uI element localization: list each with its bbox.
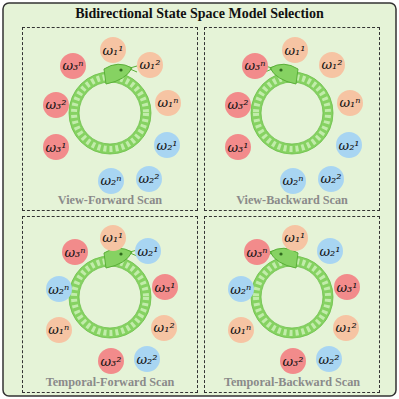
token-label: ω₂ⁿ [282, 173, 303, 188]
token-circle: ω₁ⁿ [46, 317, 72, 343]
token-circle: ω₁² [319, 52, 345, 78]
token-label: ω₂¹ [339, 138, 360, 153]
token-label: ω₃ⁿ [64, 245, 85, 260]
token-label: ω₃ⁿ [246, 245, 267, 260]
token-circle: ω₃ⁿ [60, 53, 86, 79]
token-label: ω₃² [282, 354, 303, 369]
token-label: ω₃¹ [154, 280, 175, 295]
token-circle: ω₂² [136, 166, 162, 192]
token-label: ω₂ⁿ [48, 282, 69, 297]
token-circle: ω₃² [280, 348, 306, 374]
token-circle: ω₂ⁿ [228, 276, 254, 302]
token-label: ω₁² [321, 57, 342, 72]
token-label: ω₂² [320, 171, 341, 186]
token-circle: ω₂ⁿ [98, 168, 124, 194]
token-circle: ω₃¹ [334, 274, 360, 300]
token-circle: ω₂¹ [135, 238, 161, 264]
token-circle: ω₃¹ [152, 274, 178, 300]
token-circle: ω₃ⁿ [244, 239, 270, 265]
token-label: ω₃ⁿ [62, 58, 83, 73]
token-circle: ω₁² [151, 315, 177, 341]
token-circle: ω₃¹ [225, 134, 251, 160]
token-label: ω₂² [318, 352, 339, 367]
token-label: ω₃² [227, 97, 248, 112]
token-label: ω₁ⁿ [157, 95, 178, 110]
token-circle: ω₁¹ [100, 37, 126, 63]
token-circle: ω₁¹ [100, 225, 126, 251]
token-label: ω₂ⁿ [100, 173, 121, 188]
panel-label: View-Backward Scan [205, 193, 379, 208]
token-label: ω₂² [138, 171, 159, 186]
token-circle: ω₂ⁿ [46, 276, 72, 302]
token-circle: ω₂¹ [317, 238, 343, 264]
token-circle: ω₂² [134, 346, 160, 372]
token-label: ω₂¹ [157, 138, 178, 153]
token-label: ω₁ⁿ [230, 322, 251, 337]
token-circle: ω₂² [316, 346, 342, 372]
token-circle: ω₁² [137, 52, 163, 78]
token-circle: ω₁ⁿ [155, 90, 181, 116]
token-label: ω₃ⁿ [244, 58, 265, 73]
scan-panel: View-Forward Scan ω₁¹ ω₁² ω₁ⁿ ω₂¹ ω₂² ω₂ⁿ ω₃¹ ω₃… [22, 27, 198, 211]
token-circle: ω₂¹ [154, 132, 180, 158]
token-circle: ω₁ⁿ [337, 90, 363, 116]
token-label: ω₁¹ [284, 230, 305, 245]
token-circle: ω₂¹ [336, 132, 362, 158]
token-circle: ω₃² [43, 92, 69, 118]
token-label: ω₁² [154, 320, 175, 335]
token-circle: ω₃ⁿ [62, 239, 88, 265]
token-label: ω₃¹ [336, 280, 357, 295]
scan-panel: View-Backward Scan ω₁¹ ω₁² ω₁ⁿ ω₂¹ ω₂² ω₂ⁿ ω₃¹ ω… [204, 27, 380, 211]
token-circle: ω₁¹ [282, 225, 308, 251]
panel-label: Temporal-Backward Scan [205, 375, 379, 390]
token-circle: ω₁ⁿ [228, 317, 254, 343]
token-circle: ω₂ⁿ [280, 168, 306, 194]
token-circle: ω₃ⁿ [242, 53, 268, 79]
token-label: ω₂² [136, 352, 157, 367]
token-label: ω₂ⁿ [230, 282, 251, 297]
panel-label: View-Forward Scan [23, 193, 197, 208]
token-circle: ω₁² [333, 315, 359, 341]
token-label: ω₁² [139, 57, 160, 72]
scan-panel: Temporal-Backward Scan ω₁¹ ω₂¹ ω₃¹ ω₁² ω₂² ω₃²… [204, 216, 380, 393]
token-label: ω₃² [45, 97, 66, 112]
token-label: ω₁¹ [284, 43, 305, 58]
token-label: ω₁¹ [102, 43, 123, 58]
panel-label: Temporal-Forward Scan [23, 375, 197, 390]
token-label: ω₁ⁿ [48, 322, 69, 337]
token-circle: ω₂² [318, 166, 344, 192]
token-label: ω₁² [336, 320, 357, 335]
token-label: ω₃¹ [45, 140, 66, 155]
diagram-title: Bidirectional State Space Model Selectio… [0, 6, 399, 22]
token-label: ω₂¹ [137, 244, 158, 259]
token-label: ω₃² [100, 354, 121, 369]
token-circle: ω₃² [225, 92, 251, 118]
token-circle: ω₁¹ [282, 37, 308, 63]
token-circle: ω₃¹ [43, 134, 69, 160]
token-label: ω₂¹ [319, 244, 340, 259]
token-label: ω₁ⁿ [339, 95, 360, 110]
scan-panel: Temporal-Forward Scan ω₁¹ ω₂¹ ω₃¹ ω₁² ω₂² ω₃² ω… [22, 216, 198, 393]
token-label: ω₃¹ [227, 140, 248, 155]
token-circle: ω₃² [98, 348, 124, 374]
token-label: ω₁¹ [102, 230, 123, 245]
